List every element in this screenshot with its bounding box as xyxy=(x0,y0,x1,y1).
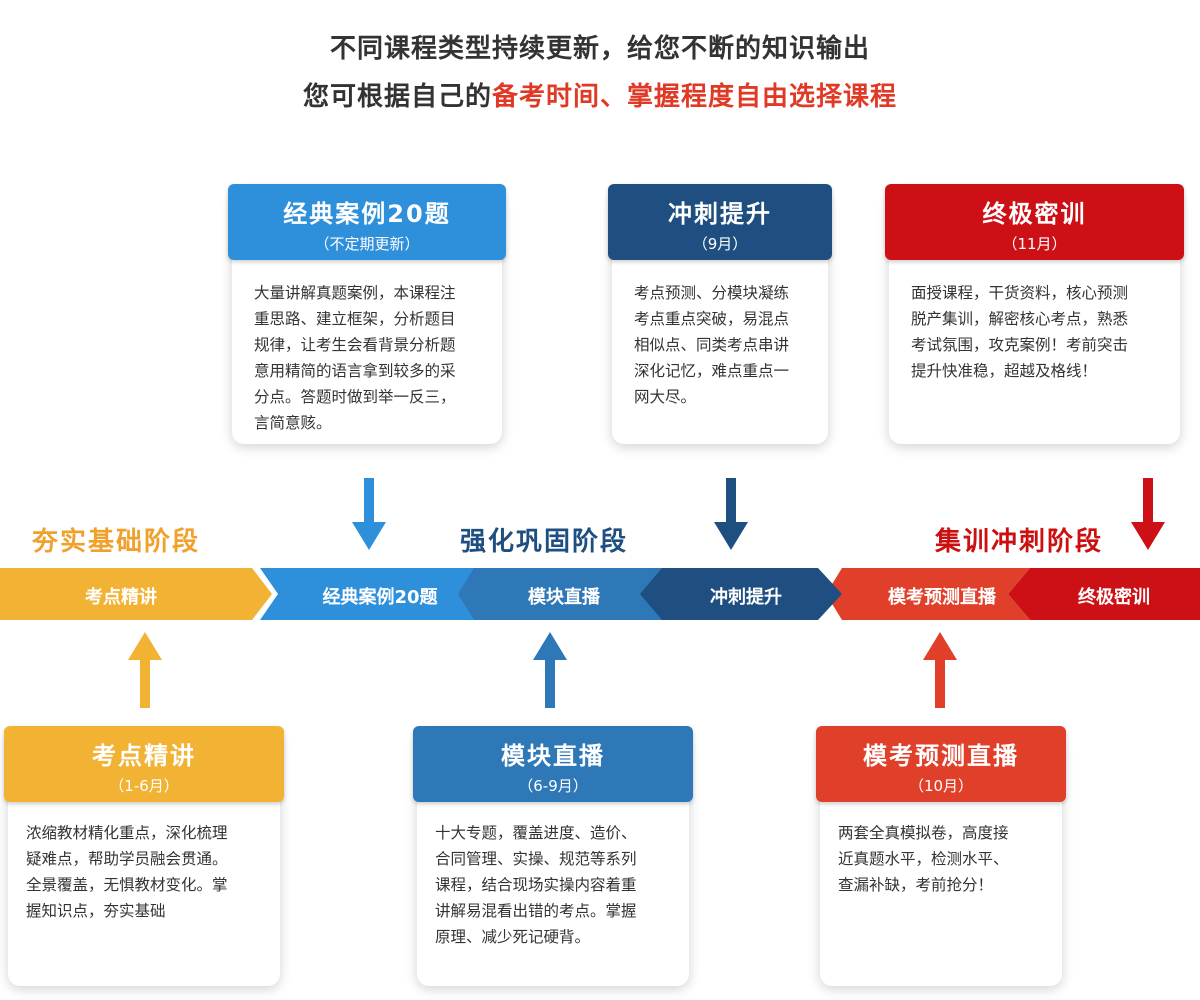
headline-line-1: 不同课程类型持续更新，给您不断的知识输出 xyxy=(329,34,870,64)
card-final-training-header: 终极密训 （11月） xyxy=(885,184,1184,260)
timeline-label: 终极密训 xyxy=(1078,587,1150,608)
card-mock-exam-live-header: 模考预测直播 （10月） xyxy=(816,726,1066,802)
card-sprint-header: 冲刺提升 （9月） xyxy=(608,184,832,260)
card-body: 大量讲解真题案例，本课程注 重思路、建立框架，分析题目 规律，让考生会看背景分析… xyxy=(254,284,456,432)
card-subtitle: （不定期更新） xyxy=(314,235,420,253)
timeline-segment xyxy=(636,568,842,620)
card-subtitle: （1-6月） xyxy=(109,777,179,795)
card-key-points-header: 考点精讲 （1-6月） xyxy=(4,726,284,802)
stage-label-foundation: 夯实基础阶段 xyxy=(32,527,201,557)
card-body: 考点预测、分模块凝练 考点重点突破，易混点 相似点、同类考点串讲 深化记忆，难点… xyxy=(634,284,790,406)
timeline-band xyxy=(0,568,1200,620)
stage-label-consolidation: 强化巩固阶段 xyxy=(460,527,629,557)
timeline-segment xyxy=(826,568,1030,620)
card-module-live: 模块直播 （6-9月） 十大专题，覆盖进度、造价、 合同管理、实操、规范等系列 … xyxy=(413,726,693,986)
card-title: 模块直播 xyxy=(501,742,605,770)
headline-highlight: 备考时间、掌握程度自由选择课程 xyxy=(492,82,898,112)
card-subtitle: （11月） xyxy=(1002,235,1067,253)
card-mock-exam-live: 模考预测直播 （10月） 两套全真模拟卷，高度接 近真题水平，检测水平、 查漏补… xyxy=(816,726,1066,986)
card-title: 经典案例20题 xyxy=(283,200,451,228)
card-classic-cases-header: 经典案例20题 （不定期更新） xyxy=(228,184,506,260)
headline-prefix: 您可根据自己的 xyxy=(302,82,492,112)
card-key-points: 考点精讲 （1-6月） 浓缩教材精化重点，深化梳理 疑难点，帮助学员融会贯通。 … xyxy=(4,726,284,986)
card-sprint: 冲刺提升 （9月） 考点预测、分模块凝练 考点重点突破，易混点 相似点、同类考点… xyxy=(608,184,832,444)
arrow-up-icon xyxy=(533,632,567,708)
timeline-segment xyxy=(454,568,662,620)
card-body: 面授课程，干货资料，核心预测 脱产集训，解密核心考点，熟悉 考试氛围，攻克案例！… xyxy=(911,284,1129,380)
card-body: 十大专题，覆盖进度、造价、 合同管理、实操、规范等系列 课程，结合现场实操内容着… xyxy=(435,824,637,946)
arrow-down-icon xyxy=(352,478,386,550)
timeline-segment xyxy=(0,568,272,620)
timeline-label: 模块直播 xyxy=(528,587,600,608)
timeline-label: 冲刺提升 xyxy=(710,587,782,608)
card-subtitle: （6-9月） xyxy=(518,777,588,795)
card-subtitle: （9月） xyxy=(692,235,748,253)
arrow-down-icon xyxy=(1131,478,1165,550)
card-module-live-header: 模块直播 （6-9月） xyxy=(413,726,693,802)
card-title: 终极密训 xyxy=(982,200,1087,228)
card-body: 浓缩教材精化重点，深化梳理 疑难点，帮助学员融会贯通。 全景覆盖，无惧教材变化。… xyxy=(26,824,228,920)
arrow-up-icon xyxy=(923,632,957,708)
timeline-label: 考点精讲 xyxy=(85,587,157,608)
card-body: 两套全真模拟卷，高度接 近真题水平，检测水平、 查漏补缺，考前抢分！ xyxy=(838,824,1009,894)
card-title: 考点精讲 xyxy=(92,742,196,770)
timeline-label: 经典案例20题 xyxy=(322,587,438,608)
arrow-down-icon xyxy=(714,478,748,550)
stage-label-intensive: 集训冲刺阶段 xyxy=(935,527,1104,557)
timeline-segment xyxy=(1008,568,1200,620)
card-classic-cases: 经典案例20题 （不定期更新） 大量讲解真题案例，本课程注 重思路、建立框架，分… xyxy=(228,184,506,444)
timeline-segment xyxy=(260,568,474,620)
card-subtitle: （10月） xyxy=(908,777,974,795)
timeline-label: 模考预测直播 xyxy=(888,587,996,608)
card-title: 模考预测直播 xyxy=(863,742,1019,770)
card-title: 冲刺提升 xyxy=(668,200,772,228)
card-final-training: 终极密训 （11月） 面授课程，干货资料，核心预测 脱产集训，解密核心考点，熟悉… xyxy=(885,184,1184,444)
headline-line-2: 您可根据自己的备考时间、掌握程度自由选择课程 xyxy=(0,76,1200,113)
arrow-up-icon xyxy=(128,632,162,708)
